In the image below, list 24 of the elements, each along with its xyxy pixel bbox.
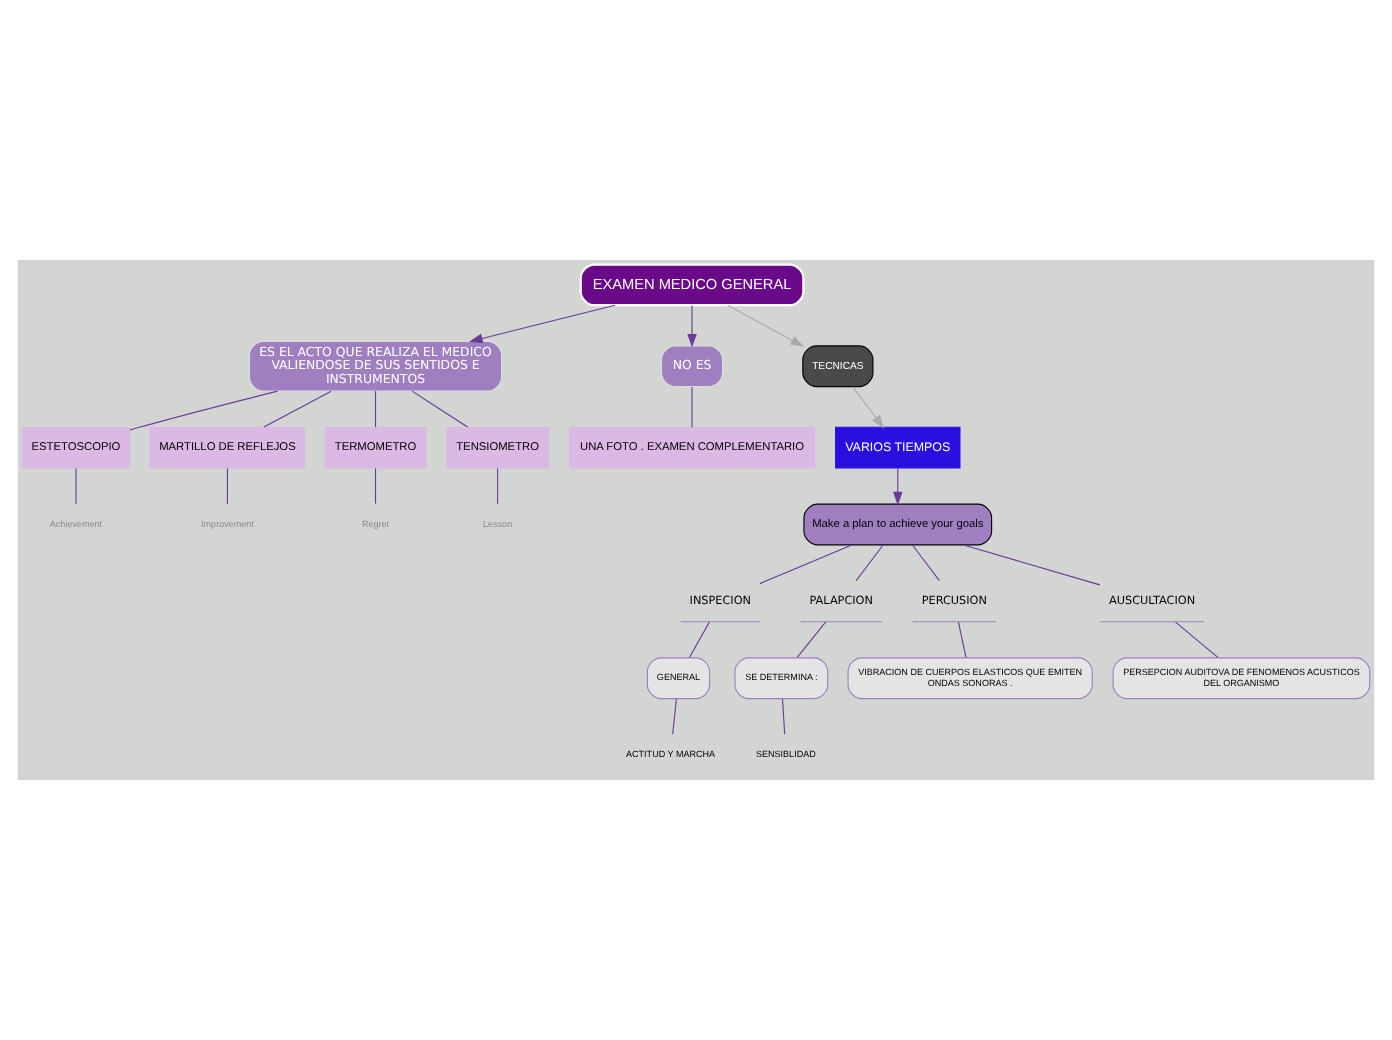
connector — [759, 544, 853, 585]
connector — [129, 390, 279, 431]
connector — [226, 467, 228, 505]
connector — [263, 390, 332, 428]
arrow — [469, 304, 616, 344]
connector — [796, 621, 827, 658]
arrow — [852, 386, 885, 429]
arrow — [687, 305, 697, 348]
arrow — [893, 467, 903, 506]
connector — [374, 467, 377, 505]
connector — [1175, 621, 1219, 659]
connector — [963, 544, 1101, 586]
connector — [672, 698, 677, 735]
connector — [688, 621, 710, 658]
connector — [691, 386, 693, 428]
connector — [912, 544, 940, 582]
connector — [781, 698, 786, 735]
connector — [497, 467, 499, 505]
arrow — [727, 304, 805, 347]
connector — [374, 390, 377, 428]
connector — [411, 390, 469, 428]
connector — [957, 621, 967, 658]
connector — [855, 544, 884, 582]
connector — [75, 467, 77, 505]
